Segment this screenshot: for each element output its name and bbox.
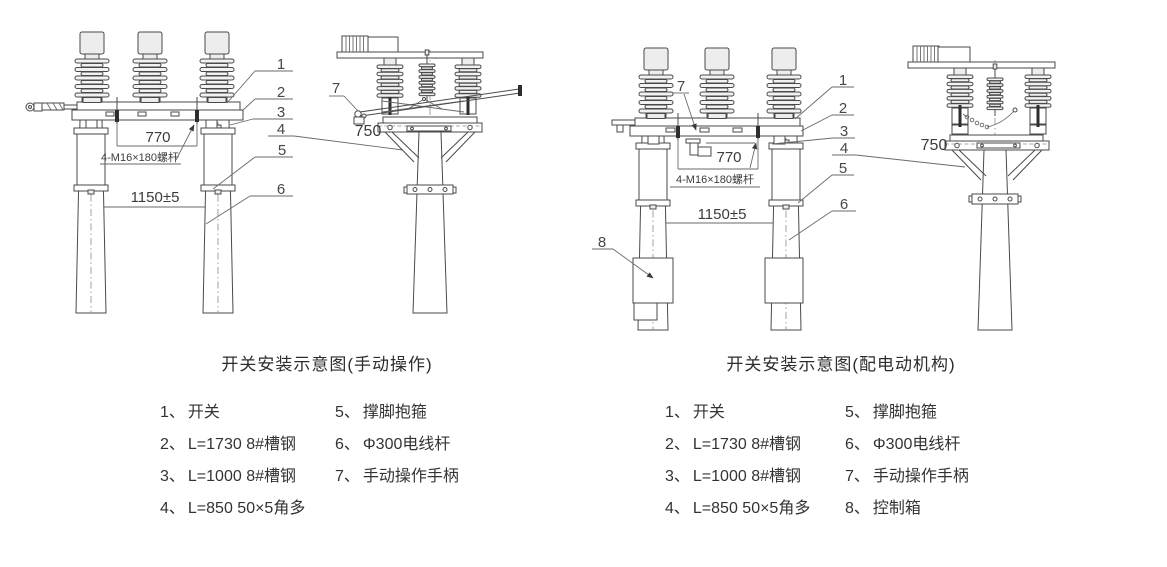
dim-750: 750: [921, 137, 948, 154]
dim-1150: 1150±5: [698, 206, 747, 223]
callout-2: 2: [839, 100, 847, 117]
legend-item-label: L=1730 8#槽钢: [187, 436, 296, 453]
legend-item-number: 6、: [845, 436, 870, 453]
legend-item: 4、L=850 50×5角多: [160, 494, 335, 526]
legend-item: 4、L=850 50×5角多: [665, 494, 845, 526]
legend-item-number: 5、: [335, 404, 360, 421]
dim-770: 770: [145, 129, 170, 146]
legend-item: 7、手动操作手柄: [845, 462, 969, 494]
legend-item-label: 手动操作手柄: [872, 468, 969, 485]
motor-parts-legend: 1、开关 2、L=1730 8#槽钢 3、L=1000 8#槽钢 4、L=850…: [665, 398, 969, 526]
callout-3: 3: [277, 104, 285, 121]
callout-6: 6: [840, 196, 848, 213]
legend-item: 8、控制箱: [845, 494, 969, 526]
callout-4: 4: [277, 121, 285, 138]
callout-4: 4: [840, 140, 848, 157]
callout-2: 2: [277, 84, 285, 101]
legend-item-number: 8、: [845, 500, 870, 517]
callout-1: 1: [277, 56, 285, 73]
motor-side-view: 750: [907, 45, 1056, 331]
manual-front-view: 770 4-M16×180螺杆 1150±5 1 2 3 4 5 6: [25, 31, 404, 314]
callout-6: 6: [277, 181, 285, 198]
legend-item: 3、L=1000 8#槽钢: [665, 462, 845, 494]
callout-7: 7: [332, 80, 340, 97]
manual-handle: [353, 85, 522, 125]
legend-item-label: 开关: [187, 404, 220, 421]
dim-1150: 1150±5: [131, 189, 180, 206]
callout-5: 5: [278, 142, 286, 159]
legend-item-number: 4、: [160, 500, 185, 517]
legend-item-label: 撑脚抱箍: [362, 404, 427, 421]
handle-linkage: [25, 102, 78, 112]
legend-item: 7、手动操作手柄: [335, 462, 459, 494]
manual-diagram-title: 开关安装示意图(手动操作): [221, 355, 433, 374]
dim-770: 770: [716, 149, 741, 166]
legend-item-number: 2、: [665, 436, 690, 453]
legend-item-number: 3、: [665, 468, 690, 485]
legend-item-label: Φ300电线杆: [362, 436, 451, 453]
dim-750: 750: [355, 123, 382, 140]
legend-item-label: L=850 50×5角多: [187, 500, 306, 517]
legend-item-number: 1、: [665, 404, 690, 421]
legend-item-label: 开关: [692, 404, 725, 421]
chain-linkage: [962, 107, 1018, 130]
manual-side-view: 750 7: [329, 35, 522, 314]
legend-item-label: L=1000 8#槽钢: [187, 468, 296, 485]
legend-item: 5、撑脚抱箍: [335, 398, 459, 430]
manual-parts-legend: 1、开关 2、L=1730 8#槽钢 3、L=1000 8#槽钢 4、L=850…: [160, 398, 459, 526]
legend-item: 2、L=1730 8#槽钢: [160, 430, 335, 462]
legend-item: 6、Φ300电线杆: [335, 430, 459, 462]
legend-item-label: 撑脚抱箍: [872, 404, 937, 421]
callout-1: 1: [839, 72, 847, 89]
legend-item-label: 手动操作手柄: [362, 468, 459, 485]
legend-item-number: 2、: [160, 436, 185, 453]
legend-item-label: 控制箱: [872, 500, 921, 517]
legend-item-number: 6、: [335, 436, 360, 453]
legend-item-number: 3、: [160, 468, 185, 485]
callout-3: 3: [840, 123, 848, 140]
legend-item-number: 7、: [335, 468, 360, 485]
legend-item: 3、L=1000 8#槽钢: [160, 462, 335, 494]
manual-callouts: 1 2 3 4 5 6: [205, 56, 404, 225]
legend-item-label: L=1000 8#槽钢: [692, 468, 801, 485]
legend-item: 5、撑脚抱箍: [845, 398, 969, 430]
legend-item: 2、L=1730 8#槽钢: [665, 430, 845, 462]
control-box: [632, 257, 674, 304]
motor-front-view: 770 4-M16×180螺杆 1150±5 1 2 3 4 5 6 7 8: [592, 47, 966, 331]
legend-item: 1、开关: [160, 398, 335, 430]
motor-mechanism: [685, 138, 755, 157]
legend-item-label: L=850 50×5角多: [692, 500, 811, 517]
legend-item-number: 7、: [845, 468, 870, 485]
legend-item-number: 5、: [845, 404, 870, 421]
callout-5: 5: [839, 160, 847, 177]
legend-item: 1、开关: [665, 398, 845, 430]
dim-bolt-label: 4-M16×180螺杆: [676, 172, 754, 186]
motor-diagram-title: 开关安装示意图(配电动机构): [726, 355, 956, 374]
callout-8: 8: [598, 234, 606, 251]
motor-callouts: 1 2 3 4 5 6 7 8: [592, 72, 966, 279]
legend-item-label: L=1730 8#槽钢: [692, 436, 801, 453]
legend-item-number: 4、: [665, 500, 690, 517]
legend-item-number: 1、: [160, 404, 185, 421]
legend-item: 6、Φ300电线杆: [845, 430, 969, 462]
legend-item-label: Φ300电线杆: [872, 436, 961, 453]
callout-7: 7: [677, 78, 685, 95]
dim-bolt-label: 4-M16×180螺杆: [101, 150, 179, 164]
